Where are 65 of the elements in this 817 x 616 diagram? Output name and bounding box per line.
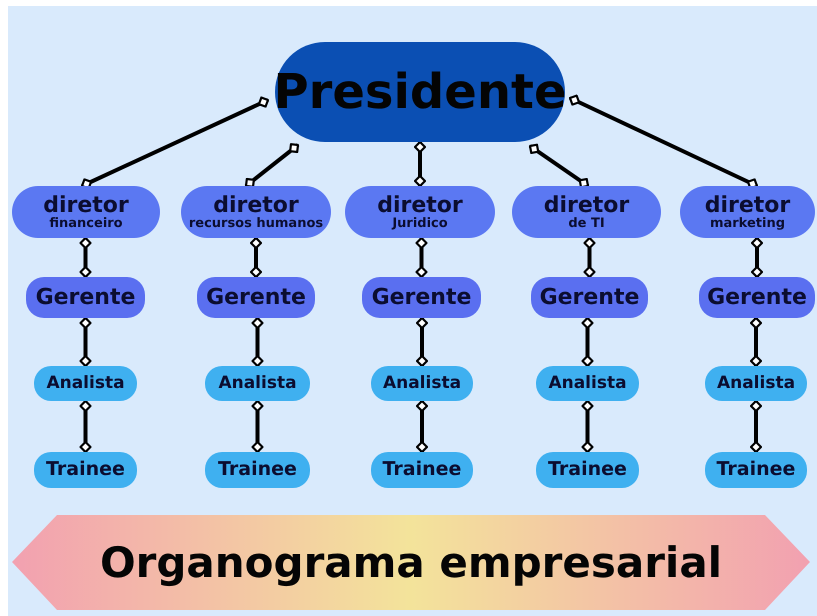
connector bbox=[244, 143, 300, 188]
director-box bbox=[181, 186, 331, 238]
role-title: Trainee bbox=[548, 460, 627, 480]
director-box bbox=[512, 186, 661, 238]
connector bbox=[581, 316, 594, 368]
director-box bbox=[345, 186, 495, 238]
trainee-box bbox=[205, 452, 310, 488]
manager-box bbox=[26, 277, 145, 318]
department-name: de TI bbox=[568, 216, 605, 230]
role-title: Analista bbox=[46, 374, 125, 392]
manager-box bbox=[699, 277, 815, 318]
manager-box bbox=[531, 277, 648, 318]
director-box bbox=[680, 186, 815, 238]
trainee-box bbox=[34, 452, 137, 488]
role-title: Trainee bbox=[382, 460, 462, 480]
role-title: Gerente bbox=[372, 286, 472, 310]
connector bbox=[79, 400, 92, 454]
connector bbox=[251, 400, 264, 454]
analyst-box bbox=[536, 366, 639, 401]
role-title: Trainee bbox=[46, 460, 125, 480]
analyst-box bbox=[34, 366, 137, 401]
department-name: marketing bbox=[710, 216, 786, 230]
role-title: diretor bbox=[213, 194, 299, 217]
manager-box bbox=[362, 277, 481, 318]
connector bbox=[528, 144, 590, 188]
role-title: diretor bbox=[704, 194, 790, 217]
connector bbox=[415, 236, 428, 278]
role-title: Trainee bbox=[218, 460, 297, 480]
connector bbox=[581, 400, 594, 454]
role-title: diretor bbox=[43, 194, 129, 217]
analyst-box bbox=[371, 366, 473, 401]
connector bbox=[750, 316, 762, 368]
analyst-box bbox=[705, 366, 807, 401]
department-name: financeiro bbox=[49, 216, 123, 230]
connector bbox=[416, 316, 428, 368]
connector bbox=[414, 140, 426, 188]
connector bbox=[750, 400, 762, 454]
role-title: Gerente bbox=[540, 286, 640, 310]
connector bbox=[79, 316, 92, 368]
role-title: Trainee bbox=[716, 460, 796, 480]
role-title: Presidente bbox=[274, 66, 567, 118]
role-title: Gerente bbox=[206, 286, 306, 310]
role-title: Gerente bbox=[36, 286, 136, 310]
trainee-box bbox=[371, 452, 473, 488]
manager-box bbox=[197, 277, 315, 318]
analyst-box bbox=[205, 366, 310, 401]
trainee-box bbox=[705, 452, 807, 488]
role-title: Analista bbox=[548, 374, 627, 392]
connector bbox=[416, 400, 428, 454]
role-title: diretor bbox=[544, 194, 630, 217]
diagram-title: Organograma empresarial bbox=[100, 538, 722, 587]
role-title: Gerente bbox=[707, 286, 807, 310]
department-name: recursos humanos bbox=[188, 216, 324, 230]
department-name: Juridico bbox=[392, 216, 448, 230]
connector bbox=[250, 236, 262, 278]
trainee-box bbox=[536, 452, 639, 488]
connector bbox=[79, 236, 92, 278]
connector bbox=[750, 236, 764, 278]
connector bbox=[583, 236, 596, 278]
role-title: Analista bbox=[218, 374, 297, 392]
role-title: diretor bbox=[377, 194, 463, 217]
connector bbox=[251, 316, 264, 368]
role-title: Analista bbox=[382, 374, 462, 392]
director-box bbox=[12, 186, 160, 238]
role-title: Analista bbox=[716, 374, 796, 392]
